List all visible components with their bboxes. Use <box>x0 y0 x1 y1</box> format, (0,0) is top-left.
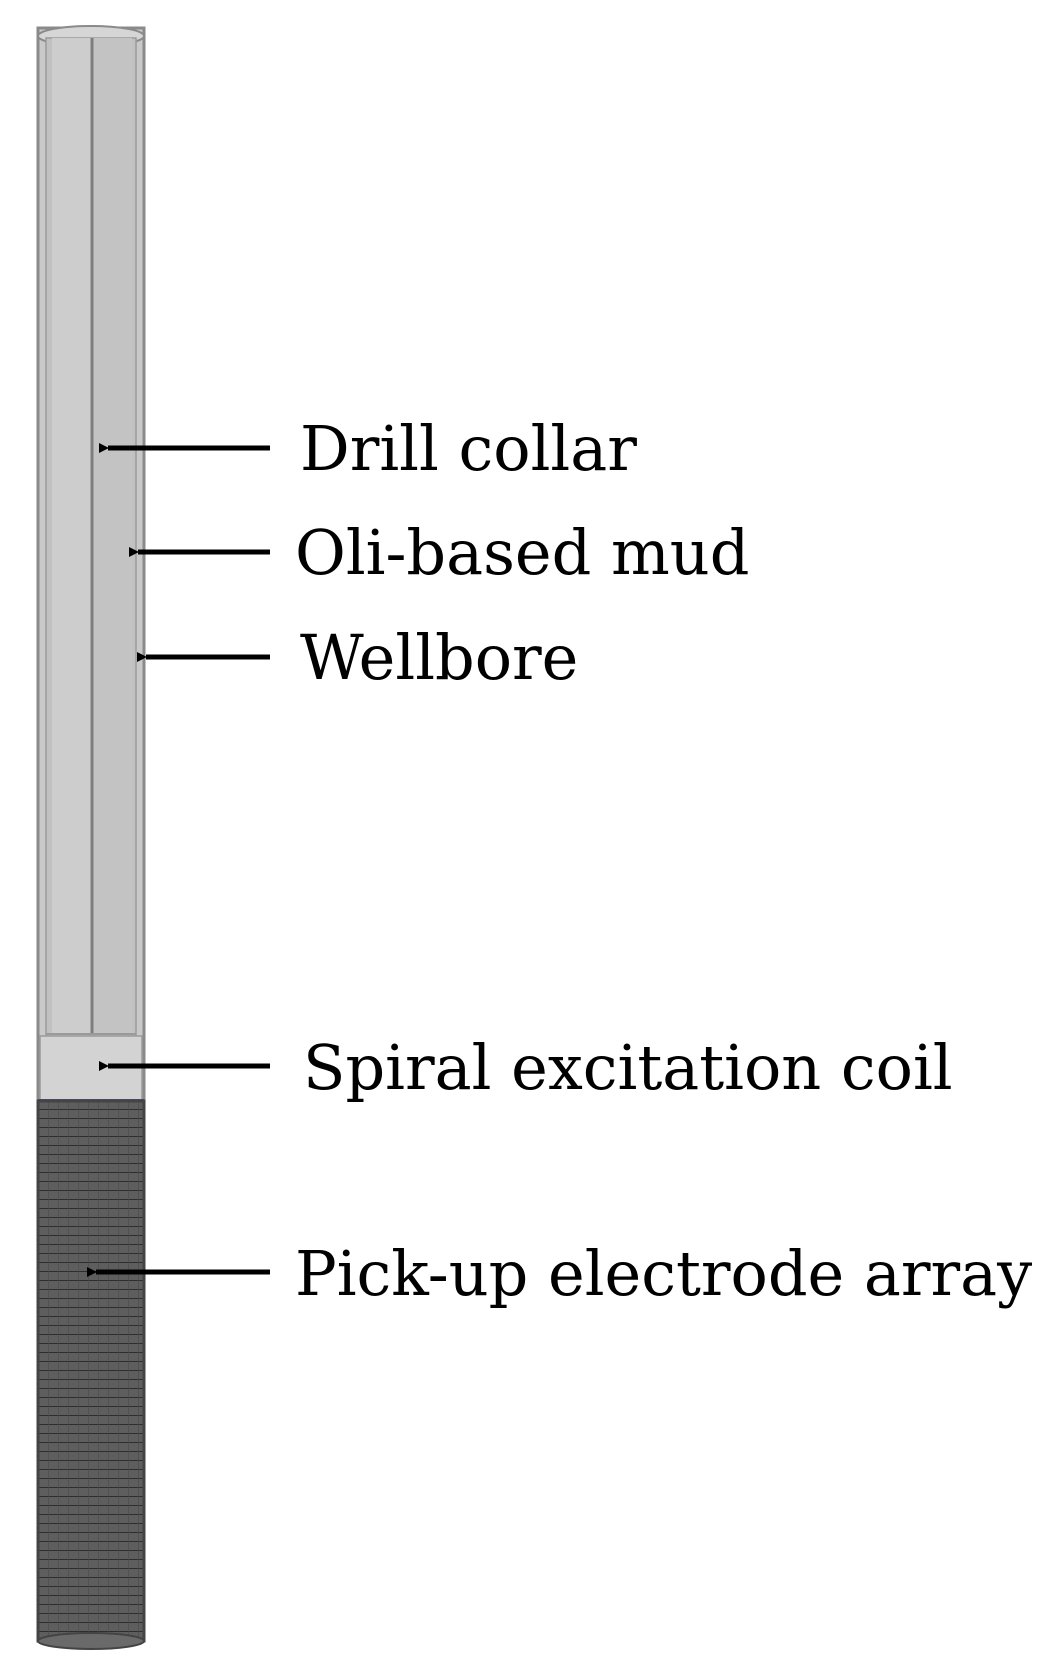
spiral-excitation-coil-label: Spiral excitation coil <box>303 1031 953 1104</box>
electrode-grid <box>36 1099 146 1643</box>
oil-based-mud-label: Oli-based mud <box>295 516 750 589</box>
drill-collar-right <box>94 38 132 1034</box>
wellbore-label: Wellbore <box>300 621 579 694</box>
pointer-arrows <box>87 443 270 1277</box>
drill-collar-label: Drill collar <box>300 412 637 485</box>
drill-collar-left <box>52 38 92 1034</box>
pickup-electrode-array-label: Pick-up electrode array <box>295 1237 1033 1310</box>
tool-body <box>36 25 146 1102</box>
tool-bottom-cap <box>37 1632 145 1650</box>
pickup-electrode-array <box>36 1099 146 1650</box>
